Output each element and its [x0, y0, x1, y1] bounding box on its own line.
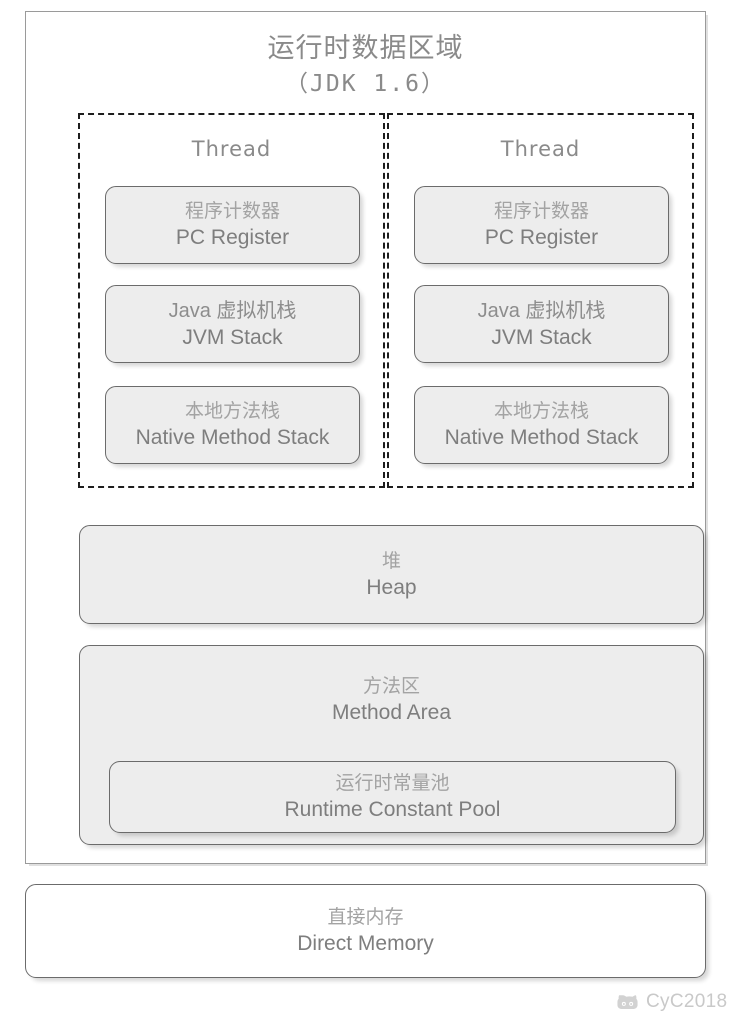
- node-label-cn: 方法区: [362, 675, 420, 697]
- node-jvm-stack[interactable]: Java 虚拟机栈 JVM Stack: [105, 285, 360, 363]
- thread-box-2: Thread 程序计数器 PC Register Java 虚拟机栈 JVM S…: [387, 113, 694, 488]
- node-label-cn: 直接内存: [327, 906, 404, 928]
- thread-box-1: Thread 程序计数器 PC Register Java 虚拟机栈 JVM S…: [78, 113, 385, 488]
- node-label-en: JVM Stack: [182, 325, 283, 349]
- node-label-en: PC Register: [175, 226, 290, 249]
- node-label-en: Native Method Stack: [444, 426, 639, 449]
- node-label-en: PC Register: [484, 226, 599, 249]
- thread-label: Thread: [191, 137, 272, 161]
- node-label-cn: 程序计数器: [493, 200, 589, 222]
- method-area-label: 方法区 Method Area: [80, 673, 703, 727]
- node-jvm-stack[interactable]: Java 虚拟机栈 JVM Stack: [414, 285, 669, 363]
- node-label-cn: 堆: [381, 549, 401, 572]
- node-label-cn: 本地方法栈: [493, 400, 589, 422]
- node-pc-register[interactable]: 程序计数器 PC Register: [105, 186, 360, 264]
- node-label-en: Method Area: [331, 701, 452, 724]
- watermark-text: CyC2018: [646, 991, 728, 1012]
- node-label-en: Runtime Constant Pool: [284, 798, 501, 821]
- node-label-en: JVM Stack: [491, 325, 592, 349]
- watermark: CyC2018: [616, 987, 728, 1017]
- node-pc-register[interactable]: 程序计数器 PC Register: [414, 186, 669, 264]
- node-native-method-stack[interactable]: 本地方法栈 Native Method Stack: [105, 386, 360, 464]
- node-native-method-stack[interactable]: 本地方法栈 Native Method Stack: [414, 386, 669, 464]
- page-title: 运行时数据区域: [267, 33, 464, 64]
- node-label-en: Direct Memory: [297, 932, 434, 955]
- node-label-en: Heap: [366, 575, 417, 599]
- node-label-cn: 本地方法栈: [184, 400, 280, 422]
- node-runtime-constant-pool[interactable]: 运行时常量池 Runtime Constant Pool: [109, 761, 676, 833]
- node-label-cn: 运行时常量池: [335, 772, 450, 794]
- node-direct-memory[interactable]: 直接内存 Direct Memory: [25, 884, 706, 978]
- node-method-area[interactable]: 方法区 Method Area 运行时常量池 Runtime Constant …: [79, 645, 704, 845]
- runtime-data-area-frame: 运行时数据区域 （JDK 1.6） Thread 程序计数器 PC Regist…: [25, 11, 706, 864]
- node-heap[interactable]: 堆 Heap: [79, 525, 704, 624]
- thread-label: Thread: [500, 137, 581, 161]
- node-label-en: Native Method Stack: [135, 426, 330, 449]
- node-label-cn: Java 虚拟机栈: [168, 299, 297, 322]
- node-label-cn: 程序计数器: [184, 200, 280, 222]
- node-label-cn: Java 虚拟机栈: [477, 299, 606, 322]
- octocat-icon: [616, 991, 639, 1014]
- page-subtitle: （JDK 1.6）: [285, 71, 446, 97]
